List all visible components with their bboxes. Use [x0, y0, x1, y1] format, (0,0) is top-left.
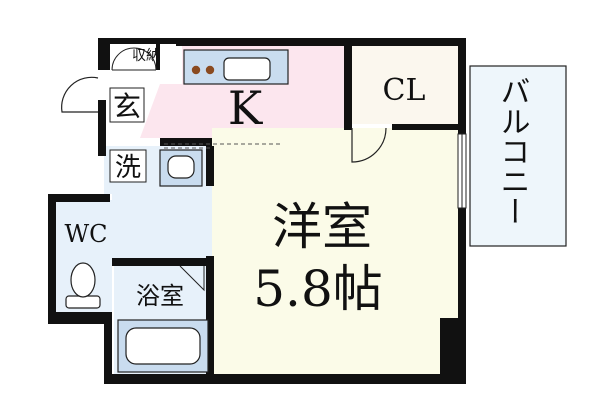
stove-burner-2	[205, 65, 215, 75]
bath-door-swing	[179, 265, 205, 292]
western-room-size: 5.8帖	[253, 260, 383, 318]
stove-burner-1	[191, 65, 201, 75]
closet-label: CL	[383, 73, 426, 108]
western-room-floor	[212, 128, 458, 374]
washroom-label: 洗	[115, 153, 141, 183]
walls	[48, 38, 466, 384]
toilet-label: WC	[64, 220, 107, 248]
storage-door-swing	[111, 47, 135, 71]
storage-door-swing-2	[133, 47, 157, 71]
toilet-tank	[65, 295, 101, 309]
storage-floor	[112, 44, 182, 68]
entrance-door-swing	[61, 76, 99, 113]
balcony-window	[457, 133, 467, 209]
closet-door-swing	[351, 127, 387, 163]
toilet-bowl	[70, 262, 96, 298]
wet-corridor-floor	[112, 194, 212, 258]
kitchen-sink	[223, 57, 271, 81]
western-room-name: 洋室	[272, 198, 372, 256]
closet-floor	[352, 46, 458, 124]
entrance-label: 玄	[113, 90, 141, 123]
balcony-label: バルコニー	[495, 76, 530, 226]
balcony-floor	[469, 65, 567, 247]
storage-label: 収納	[132, 48, 160, 64]
kitchen-label: K	[228, 81, 264, 135]
bath-label: 浴室	[136, 282, 184, 310]
